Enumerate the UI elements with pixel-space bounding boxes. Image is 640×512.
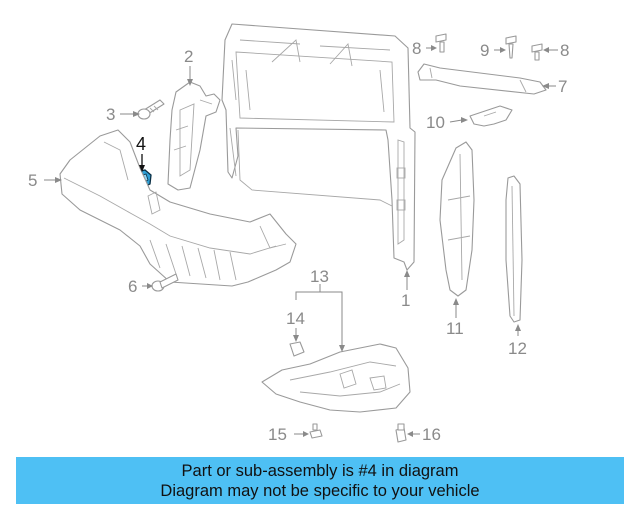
callout-10[interactable]: 10 — [426, 113, 445, 132]
part-7-crossbar[interactable] — [417, 63, 547, 95]
callout-9[interactable]: 9 — [480, 41, 489, 60]
callout-14[interactable]: 14 — [286, 309, 305, 328]
callout-2[interactable]: 2 — [184, 47, 193, 66]
part-8-bolt-b[interactable] — [531, 43, 543, 61]
part-14-clip[interactable] — [289, 341, 305, 357]
part-9-screw[interactable] — [505, 35, 517, 59]
part-13-splash-shield[interactable] — [261, 343, 411, 413]
callout-5[interactable]: 5 — [28, 171, 37, 190]
part-10-bracket[interactable] — [469, 105, 513, 127]
callout-12[interactable]: 12 — [508, 339, 527, 358]
part-5-bumper-beam[interactable] — [59, 129, 297, 287]
callout-8-left[interactable]: 8 — [412, 39, 421, 58]
part-2-side-bracket[interactable] — [167, 81, 221, 191]
part-16-bolt[interactable] — [395, 423, 407, 443]
callout-15[interactable]: 15 — [268, 425, 287, 444]
part-1-radiator-support[interactable] — [221, 23, 416, 271]
callout-13[interactable]: 13 — [310, 267, 329, 286]
callout-6[interactable]: 6 — [128, 277, 137, 296]
callout-4[interactable]: 4 — [136, 134, 146, 154]
banner-line-part-number: Part or sub-assembly is #4 in diagram — [181, 461, 459, 480]
leader-lines — [44, 45, 558, 437]
callout-3[interactable]: 3 — [106, 105, 115, 124]
callout-7[interactable]: 7 — [558, 77, 567, 96]
callout-labels: 1 2 3 4 5 6 7 8 8 9 10 11 12 13 14 15 16 — [28, 39, 569, 444]
part-3-bolt[interactable] — [137, 99, 165, 120]
part-8-bolt-a[interactable] — [435, 33, 447, 53]
banner-line-disclaimer: Diagram may not be specific to your vehi… — [160, 481, 480, 500]
exploded-parts-diagram: 1 2 3 4 5 6 7 8 8 9 10 11 12 13 14 15 16 — [28, 23, 569, 444]
part-12-side-seal[interactable] — [505, 175, 523, 323]
info-banner: Part or sub-assembly is #4 in diagram Di… — [16, 457, 624, 504]
part-11-air-deflector[interactable] — [439, 141, 475, 297]
callout-8-right[interactable]: 8 — [560, 41, 569, 60]
callout-1[interactable]: 1 — [401, 291, 410, 310]
part-15-screw[interactable] — [309, 423, 323, 439]
callout-16[interactable]: 16 — [422, 425, 441, 444]
callout-11[interactable]: 11 — [446, 319, 464, 338]
